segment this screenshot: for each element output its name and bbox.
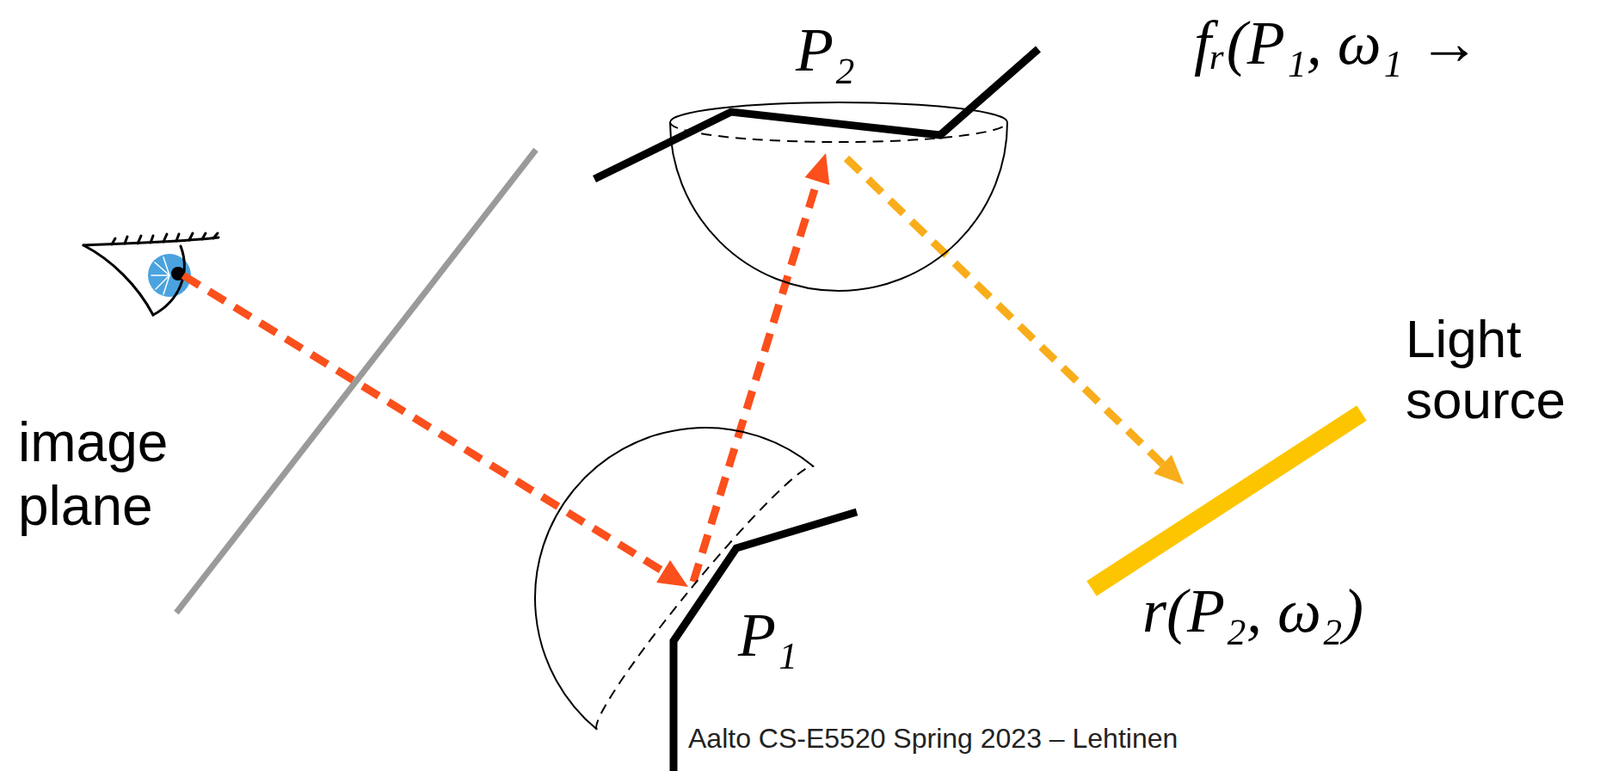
- light-source: Light source r(P₂, ω₂): [1083, 301, 1596, 654]
- ray-line: [693, 180, 818, 582]
- arrow-head: [1153, 455, 1184, 485]
- footer-credit: Aalto CS-E5520 Spring 2023 – Lehtinen: [688, 722, 1178, 755]
- radiance-label: r(P₂, ω₂): [1142, 579, 1364, 642]
- arrow-head: [805, 153, 831, 185]
- eye-symbol: [83, 233, 219, 315]
- light-ray: [846, 158, 1184, 485]
- hemisphere-p1: P₁: [535, 427, 876, 769]
- point-label: P₂: [795, 18, 856, 81]
- point-label: P₁: [738, 603, 798, 666]
- image-plane-label: image plane: [18, 411, 186, 538]
- ray-line: [846, 158, 1164, 464]
- node-outline: [535, 427, 876, 769]
- reflected-ray: [693, 153, 830, 582]
- light-source-label: Light source: [1405, 307, 1591, 431]
- image-plane: [176, 149, 536, 613]
- eye-ray: [183, 275, 689, 587]
- hemisphere-p2: P₂: [668, 17, 1010, 293]
- brdf-formula: fᵣ(P₁, ω₁ →: [1193, 12, 1481, 74]
